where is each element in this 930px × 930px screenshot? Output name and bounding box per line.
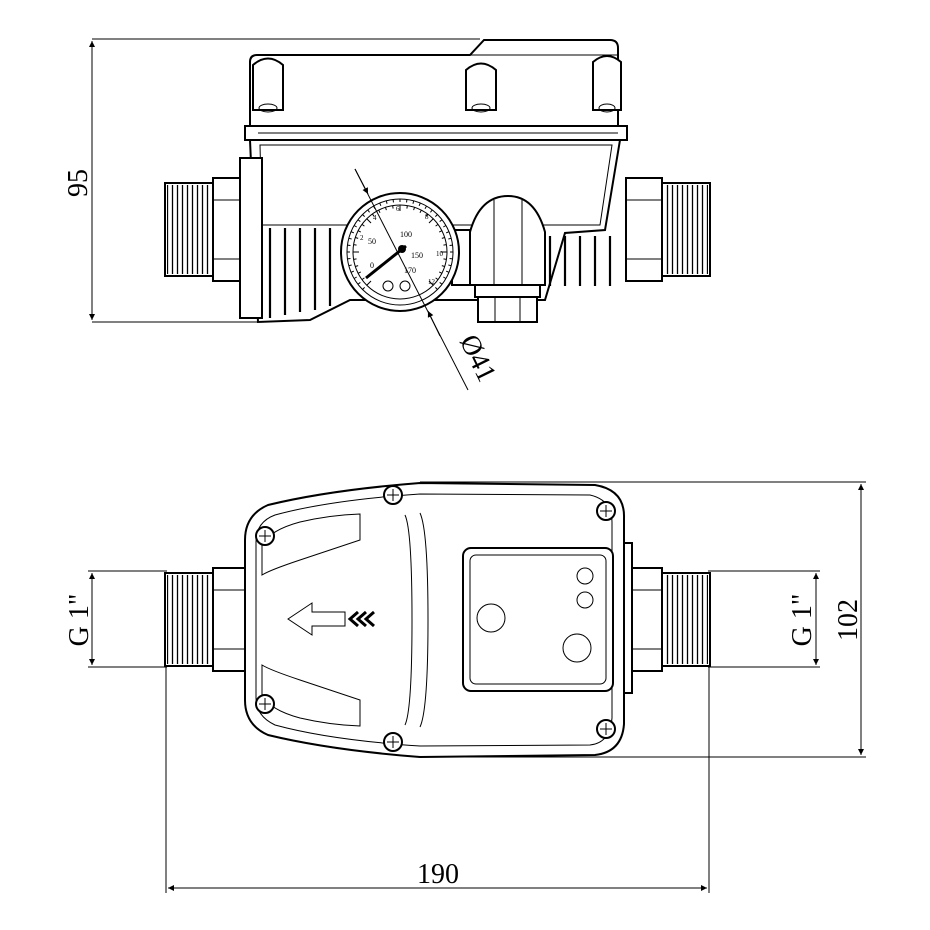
dimension-height-top: 102 xyxy=(420,481,866,758)
dimension-thread-right: G 1" xyxy=(708,570,820,668)
gauge-label-0: 0 xyxy=(370,261,374,270)
dimension-height-side: 95 xyxy=(63,38,480,323)
label-102: 102 xyxy=(833,599,864,641)
gauge-tick xyxy=(413,207,415,211)
gauge-tick xyxy=(361,223,365,227)
gauge-outer-tick xyxy=(448,264,452,267)
gauge-tick xyxy=(438,230,443,233)
gauge-tick xyxy=(428,218,434,224)
dimension-total-length: 190 xyxy=(165,667,710,893)
gauge-outer-tick xyxy=(353,276,357,279)
gauge-tick xyxy=(441,237,445,239)
gauge-tick xyxy=(357,271,362,274)
label-diameter-41: Ø41 xyxy=(453,330,502,387)
gauge-tick xyxy=(366,218,372,224)
screw-icon xyxy=(596,719,616,739)
gauge-tick xyxy=(357,230,362,233)
gauge-outer-tick xyxy=(348,237,352,240)
gauge-outer-tick xyxy=(424,205,427,209)
gauge-tick xyxy=(361,277,365,281)
gauge-outer-tick xyxy=(350,231,354,234)
gauge-tick xyxy=(419,209,422,214)
gauge-tick xyxy=(425,213,429,217)
gauge-outer-tick xyxy=(385,200,388,204)
screw-icon xyxy=(596,501,616,521)
gauge-outer-scale: 2 4 6 8 10 12 xyxy=(360,205,444,286)
gauge-inner-scale: 0 50 100 150 170 xyxy=(368,230,423,275)
gauge-outer-2: 2 xyxy=(360,234,364,242)
screw-icon xyxy=(255,694,275,714)
side-view: 0 50 100 150 170 2 4 6 8 10 12 xyxy=(63,38,711,391)
gauge-tick xyxy=(441,265,445,267)
gauge-label-50: 50 xyxy=(368,237,376,246)
gauge-label-100: 100 xyxy=(400,230,412,239)
gauge-tick xyxy=(355,237,359,239)
gauge-tick xyxy=(371,213,375,217)
gauge-label-150: 150 xyxy=(411,251,423,260)
side-left-thread xyxy=(164,177,242,282)
gauge-outer-6: 6 xyxy=(396,205,400,213)
gauge-outer-tick xyxy=(350,270,354,273)
label-95: 95 xyxy=(63,169,94,197)
flow-arrow-icon xyxy=(287,602,346,636)
top-view: G 1" G 1" 102 190 xyxy=(64,481,866,893)
pressure-gauge: 0 50 100 150 170 2 4 6 8 10 12 xyxy=(340,192,471,312)
gauge-outer-4: 4 xyxy=(373,214,377,222)
screw-icon xyxy=(383,485,403,505)
gauge-outer-tick xyxy=(362,287,365,290)
label-thread-right: G 1" xyxy=(787,594,818,647)
label-thread-left: G 1" xyxy=(64,594,95,647)
gauge-outer-tick xyxy=(435,214,438,217)
gauge-outer-tick xyxy=(418,202,421,206)
gauge-outer-tick xyxy=(443,225,447,228)
gauge-outer-tick xyxy=(439,219,443,222)
gauge-outer-8: 8 xyxy=(425,213,429,221)
gauge-tick xyxy=(438,271,443,274)
gauge-outer-tick xyxy=(357,282,361,285)
gauge-tick xyxy=(435,277,439,281)
gauge-label-170: 170 xyxy=(404,266,416,275)
gauge-outer-tick xyxy=(348,264,352,267)
gauge-tick xyxy=(366,280,372,286)
gauge-tick xyxy=(428,280,434,286)
screw-icon xyxy=(255,526,275,546)
gauge-outer-tick xyxy=(412,200,415,204)
gauge-outer-tick xyxy=(357,219,361,222)
gauge-outer-12: 12 xyxy=(428,278,436,286)
gauge-outer-tick xyxy=(367,209,370,213)
gauge-tick xyxy=(435,223,439,227)
gauge-outer-tick xyxy=(446,270,450,273)
label-190: 190 xyxy=(417,859,459,890)
gauge-outer-tick xyxy=(448,237,452,240)
gauge-outer-tick xyxy=(439,282,443,285)
side-right-thread xyxy=(625,177,711,282)
gauge-tick xyxy=(385,207,387,211)
gauge-outer-tick xyxy=(443,276,447,279)
gauge-outer-tick xyxy=(379,202,382,206)
dimension-thread-left: G 1" xyxy=(64,570,167,668)
gauge-outer-10: 10 xyxy=(436,250,444,258)
side-valve xyxy=(469,194,546,323)
top-right-thread xyxy=(619,542,711,694)
gauge-outer-tick xyxy=(353,225,357,228)
gauge-tick xyxy=(355,265,359,267)
top-left-thread xyxy=(164,567,252,672)
chevrons-icon xyxy=(347,610,375,628)
gauge-outer-tick xyxy=(430,209,433,213)
gauge-outer-tick xyxy=(362,214,365,217)
gauge-outer-tick xyxy=(446,231,450,234)
gauge-tick xyxy=(378,209,381,214)
top-housing xyxy=(244,481,626,759)
screw-icon xyxy=(383,732,403,752)
gauge-outer-tick xyxy=(435,287,438,290)
